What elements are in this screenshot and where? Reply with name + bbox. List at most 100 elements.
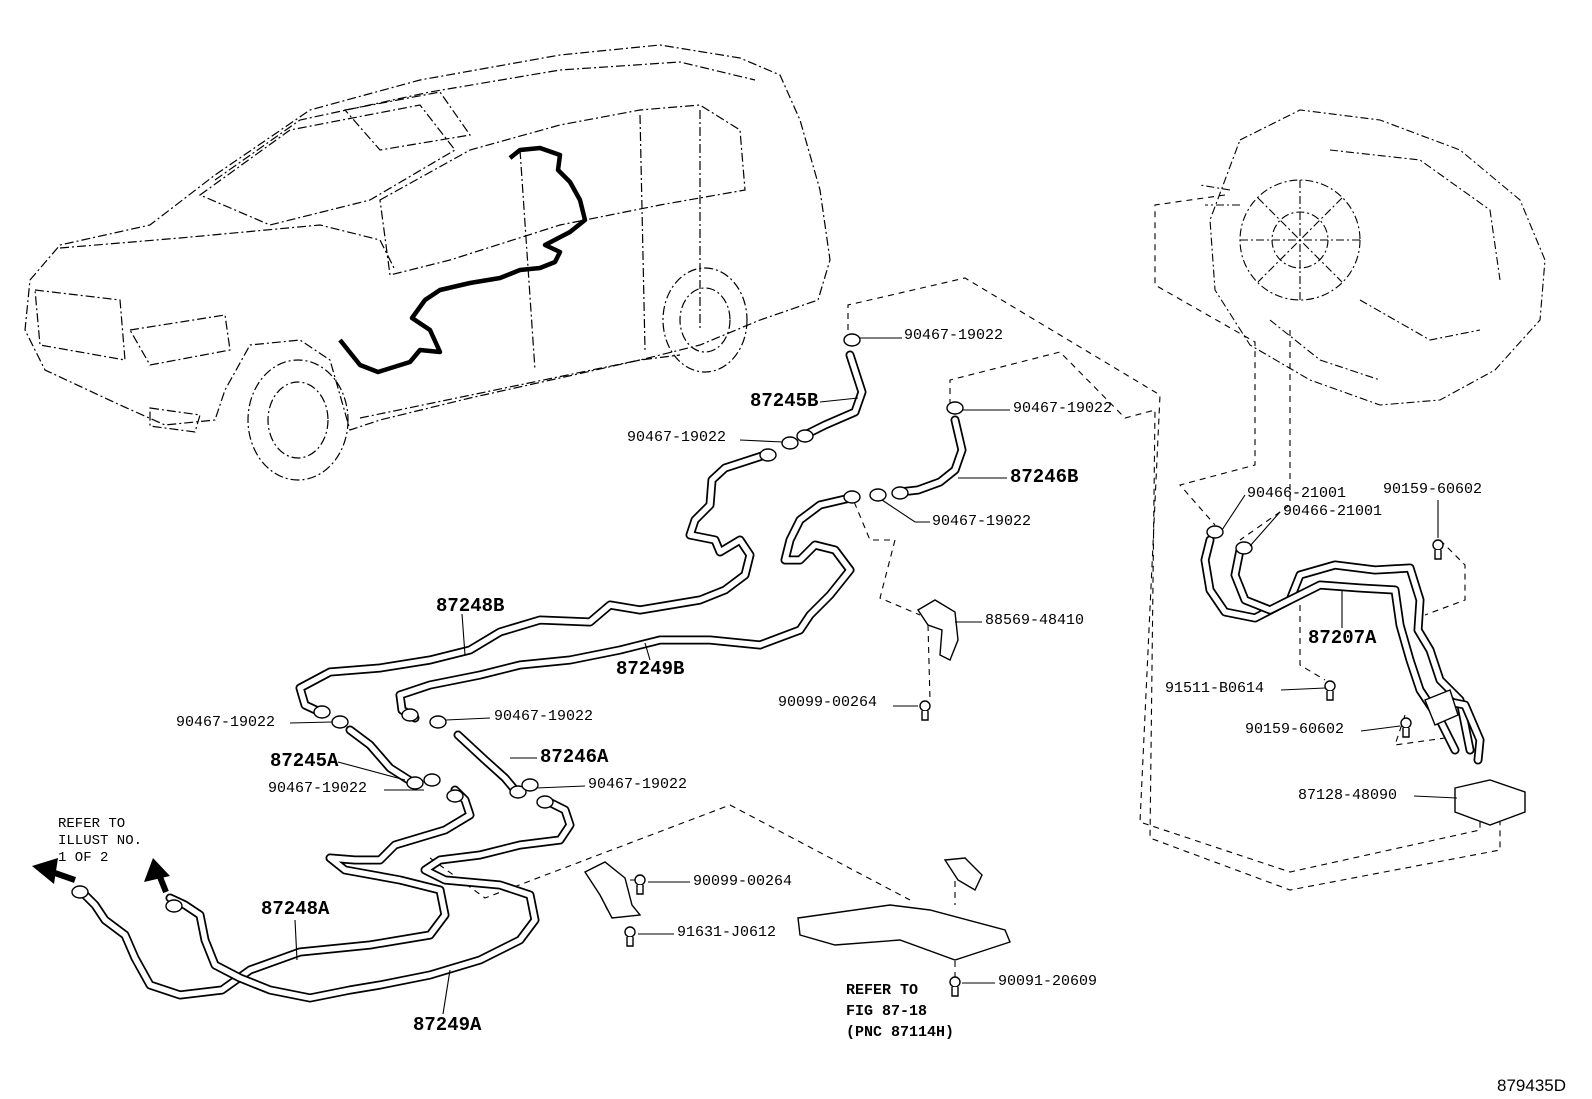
bolt-90159-b: [1400, 717, 1412, 729]
lbl-90467-center-low: 90467-19022: [588, 776, 688, 793]
ldr-87245B: [819, 397, 859, 403]
lbl-90467-left-upper: 90467-19022: [627, 429, 727, 446]
vehicle-outline: [24, 44, 831, 481]
hose-87246B-inner: [897, 417, 965, 495]
vehicle-roof-line: [214, 61, 756, 181]
direction-arrows: [32, 858, 170, 894]
clamp-87249B-end: [843, 490, 861, 504]
ldr-90467-left-mid: [289, 721, 333, 724]
lbl-90467-left-low: 90467-19022: [268, 780, 368, 797]
hose-87207A-1-inner: [1202, 537, 1473, 753]
hose-87245B-inner: [802, 352, 865, 438]
vehicle-rocker-panel: [359, 354, 681, 419]
leader-lines: [289, 337, 1458, 1015]
clamp-top-2: [946, 401, 964, 415]
clamp-center-mid-2: [429, 715, 447, 729]
clamp-87249A-tip: [165, 899, 183, 913]
refer-fig-note: REFER TO FIG 87-18 (PNC 87114H): [846, 980, 954, 1043]
blower-assembly: [1199, 109, 1546, 406]
clamp-center-low-2: [521, 778, 539, 792]
blower-fan-blades: [1240, 180, 1360, 300]
ldr-90159-b: [1360, 725, 1401, 732]
hose-87245A-inner: [347, 727, 415, 785]
vehicle-front-wheel: [247, 359, 349, 481]
clamp-top-1: [843, 333, 861, 347]
lbl-90467-top-1: 90467-19022: [904, 327, 1004, 344]
clamp-87248A-end: [446, 789, 464, 803]
hose-87248B-inner: [297, 452, 768, 715]
refer-illust-line-3: 1 OF 2: [58, 850, 109, 866]
bracket-88569: [917, 599, 959, 661]
lbl-91511-B0614: 91511-B0614: [1165, 680, 1265, 697]
lbl-90099-00264-b: 90099-00264: [693, 873, 793, 890]
lbl-90467-left-mid: 90467-19022: [176, 714, 276, 731]
hose-87249B-inner: [397, 495, 853, 721]
clamp-87249A-end: [536, 795, 554, 809]
lbl-87248B: 87248B: [436, 595, 505, 617]
clamp-87248A-tip: [71, 885, 89, 899]
vehicle-hood-line: [59, 224, 396, 271]
bolt-91511-shank: [1326, 691, 1334, 701]
vehicle-side-windows: [379, 104, 746, 276]
ldr-91511: [1280, 687, 1326, 691]
arrow-left-head: [32, 858, 58, 884]
small-parts: [71, 333, 1526, 997]
ldr-87249B: [644, 642, 651, 661]
diagram-code: 879435D: [1497, 1076, 1567, 1095]
lbl-90467-mid-right: 90467-19022: [932, 513, 1032, 530]
clip-upper-bracket: [943, 857, 983, 891]
refer-fig-line-3: (PNC 87114H): [846, 1024, 955, 1041]
dash-top-loop: [847, 277, 1481, 873]
lbl-90159-60602-a: 90159-60602: [1383, 481, 1483, 498]
ldr-90467-left-upper: [739, 439, 784, 443]
ldr-87248A: [294, 919, 298, 961]
bolt-90099-a: [919, 700, 931, 712]
lbl-87248A: 87248A: [261, 898, 330, 920]
ldr-87249A: [442, 969, 451, 1015]
clamp-left-mid-1: [313, 705, 331, 719]
bolt-90099-a-shank: [921, 711, 929, 721]
clamp-left-upper: [781, 436, 799, 450]
hose-87246A-inner: [455, 732, 518, 793]
vehicle-grille: [34, 289, 126, 361]
ldr-90466-b: [1249, 511, 1281, 547]
clip-lower: [583, 861, 642, 919]
clamp-mid-right-2: [891, 486, 909, 500]
bolt-90091-shank: [951, 987, 959, 997]
dash-top-loop-inner: [949, 351, 1501, 891]
lbl-87128-48090: 87128-48090: [1298, 787, 1398, 804]
clamp-mid-right-1: [869, 488, 887, 502]
clamp-87245B-end: [796, 429, 814, 443]
refer-illust-line-1: REFER TO: [58, 816, 126, 832]
vehicle-rear-wheel: [662, 267, 748, 373]
refer-illust-note: REFER TO ILLUST NO. 1 OF 2: [58, 816, 142, 867]
vehicle-fog-light: [149, 407, 201, 433]
bolt-90159-b-shank: [1402, 728, 1410, 738]
dash-blower-left: [1154, 194, 1256, 526]
lbl-87246A: 87246A: [540, 746, 609, 768]
dash-88569: [849, 491, 921, 616]
blower-housing: [1209, 109, 1546, 406]
lbl-87245B: 87245B: [750, 390, 819, 412]
ldr-90467-center-mid: [445, 717, 491, 721]
refer-fig-line-1: REFER TO: [846, 982, 919, 999]
vehicle-body-outline: [24, 44, 831, 431]
blower-ducts: [1269, 149, 1501, 381]
clamp-90466-a: [1206, 525, 1224, 539]
ldr-87128: [1413, 795, 1458, 799]
lbl-90466-21001-a: 90466-21001: [1247, 485, 1347, 502]
vehicle-rear-wheel-inner: [679, 287, 731, 353]
lbl-88569-48410: 88569-48410: [985, 612, 1085, 629]
hose-87249A-inner: [167, 797, 573, 1001]
grommet-87128: [1454, 779, 1526, 826]
ldr-87245A: [337, 761, 406, 781]
bolt-90159-a: [1432, 539, 1444, 551]
bolt-90099-b-shank: [636, 885, 644, 895]
vehicle-sunroof: [343, 91, 472, 151]
vehicle-door-lines: [519, 110, 701, 371]
vehicle-windshield: [198, 104, 456, 226]
clip-87207A: [1424, 689, 1459, 726]
hoses: [75, 350, 1485, 1003]
ldr-90467-center-low: [535, 785, 586, 789]
